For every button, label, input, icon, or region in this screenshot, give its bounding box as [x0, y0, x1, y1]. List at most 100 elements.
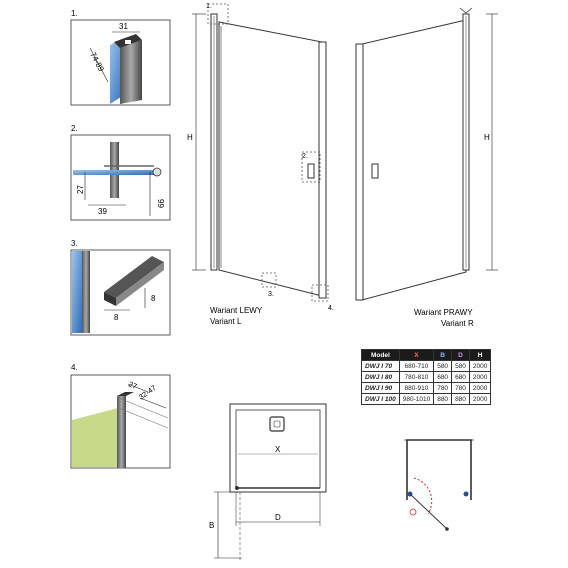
table-row: DWJ I 100 980-1010 880 880 2000	[361, 393, 492, 405]
cell-b: 680	[433, 371, 453, 383]
variant-left-en: Variant L	[210, 317, 242, 326]
detail-1-angle-line	[89, 47, 109, 83]
variant-left-pl: Wariant LEWY	[210, 306, 263, 315]
col-h: H	[468, 349, 492, 361]
front-view-left: H 1. 2. 3. 4. Wariant LEWY Variant L	[187, 3, 334, 326]
right-top-hinge	[459, 7, 473, 14]
cell-h: 2000	[468, 393, 492, 405]
detail-3-number: 3.	[71, 239, 78, 248]
detail-3-seal-side	[104, 292, 116, 306]
detail-1-width: 31	[119, 22, 128, 31]
detail-4-number: 4.	[71, 363, 78, 372]
detail-1-number: 1.	[71, 9, 78, 18]
callout-label-4: 4.	[328, 305, 334, 312]
col-d: D	[451, 349, 470, 361]
swing-arc	[413, 477, 433, 515]
table-header-row: Model X B D H	[361, 349, 492, 361]
left-height-label: H	[187, 133, 193, 142]
detail-2-height: 27	[76, 185, 85, 194]
plan-hinge-dot	[235, 486, 239, 490]
left-handle	[307, 163, 315, 179]
table-row: DWJ I 70 680-710 580 580 2000	[361, 360, 492, 372]
cell-x: 980-1010	[398, 393, 435, 405]
cell-d: 680	[451, 371, 470, 383]
callout-label-3: 3.	[268, 291, 274, 298]
detail-4-dim-a-line	[127, 383, 149, 393]
detail-1-slot	[125, 40, 131, 44]
callout-box-3	[261, 272, 277, 288]
detail-4: 4. 27 32-47	[70, 363, 171, 469]
left-door-edge-profile	[318, 41, 327, 299]
cell-h: 2000	[468, 360, 492, 372]
col-model: Model	[361, 349, 400, 361]
cell-model: DWJ I 70	[361, 360, 400, 372]
detail-1: 1. 31 74-89	[70, 9, 171, 106]
plan-view: X D B	[209, 403, 327, 560]
cell-h: 2000	[468, 382, 492, 394]
table-row: DWJ I 80 780-810 680 680 2000	[361, 371, 492, 383]
detail-3-height: 8	[151, 294, 156, 303]
plan-drain-inner	[273, 420, 281, 428]
detail-2-knob	[152, 167, 162, 177]
cell-x: 780-810	[398, 371, 435, 383]
variant-right-pl: Wariant PRAWY	[414, 308, 473, 317]
detail-3-seal-front	[116, 262, 164, 306]
cell-b: 580	[433, 360, 453, 372]
detail-2: 2. 27 39 66	[70, 124, 171, 221]
detail-4-leg-1	[118, 397, 169, 419]
callout-label-2: 2.	[302, 153, 308, 160]
cell-model: DWJ I 100	[361, 393, 400, 405]
swing-hinge-right	[463, 491, 469, 497]
detail-3-width: 8	[114, 313, 119, 322]
detail-4-leg-2	[118, 407, 169, 429]
callout-box-4	[311, 284, 329, 302]
cell-d: 880	[451, 393, 470, 405]
detail-3-profile	[82, 251, 90, 333]
col-x: X	[398, 349, 435, 361]
plan-x-label: X	[275, 445, 281, 454]
plan-d-label: D	[275, 513, 281, 522]
swing-diagram	[404, 439, 474, 531]
table-row: DWJ I 90 880-910 780 780 2000	[361, 382, 492, 394]
cell-h: 2000	[468, 371, 492, 383]
detail-2-full: 66	[157, 199, 166, 208]
right-door-panel	[361, 19, 467, 301]
detail-3-seal-top	[104, 256, 164, 298]
plan-b-label: B	[209, 521, 214, 530]
swing-door-tip	[445, 527, 449, 531]
detail-1-profile	[120, 40, 142, 104]
detail-2-width: 39	[98, 207, 107, 216]
right-door-edge-profile	[355, 43, 364, 301]
col-b: B	[433, 349, 453, 361]
model-spec-table: Model X B D H DWJ I 70 680-710 580 580 2…	[361, 349, 492, 405]
callout-box-2	[301, 151, 321, 183]
detail-4-dim-a: 27	[127, 380, 138, 391]
cell-model: DWJ I 90	[361, 382, 400, 394]
detail-4-profile	[117, 396, 126, 468]
cell-d: 580	[451, 360, 470, 372]
swing-arc-marker	[409, 508, 417, 516]
detail-4-profile-top	[117, 392, 134, 396]
detail-4-dim-b-line	[139, 397, 167, 409]
cell-x: 680-710	[398, 360, 435, 372]
swing-walls	[406, 439, 472, 500]
swing-door-open	[409, 493, 447, 529]
cell-d: 780	[451, 382, 470, 394]
front-view-right: H Wariant PRAWY Variant R	[355, 7, 498, 328]
right-height-label: H	[484, 133, 490, 142]
callout-label-1: 1.	[206, 3, 212, 10]
variant-right-en: Variant R	[441, 319, 474, 328]
detail-3-glass	[72, 251, 82, 333]
cell-b: 880	[433, 393, 453, 405]
cell-b: 780	[433, 382, 453, 394]
right-handle	[371, 163, 379, 179]
detail-4-wall	[72, 408, 118, 467]
detail-2-frame	[70, 134, 171, 221]
detail-2-glass	[73, 170, 155, 175]
callout-box-1	[207, 3, 229, 25]
cell-model: DWJ I 80	[361, 371, 400, 383]
detail-2-number: 2.	[71, 124, 78, 133]
detail-3: 3. 8 8	[70, 239, 171, 336]
plan-drain	[269, 416, 285, 432]
